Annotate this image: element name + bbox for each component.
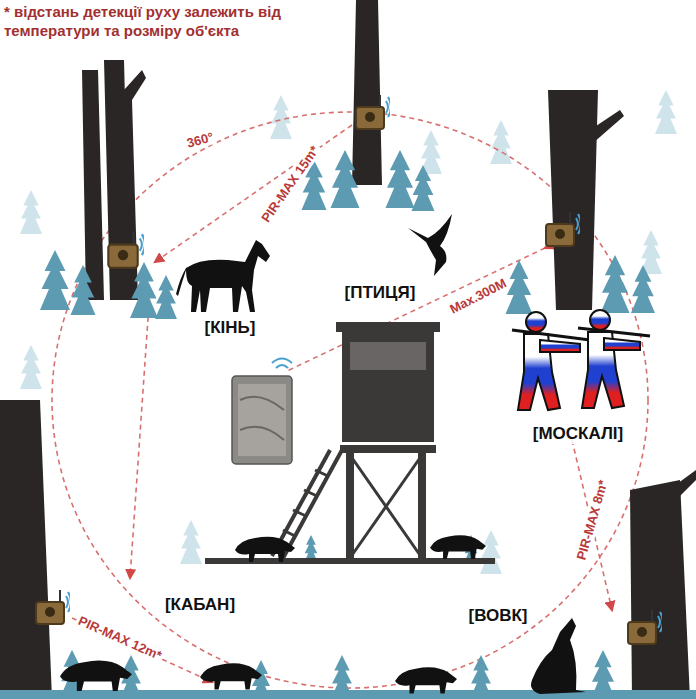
central-camera [232,359,292,465]
blue-pines [40,150,655,699]
horse [176,240,270,312]
animal-label: [МОСКАЛІ] [531,424,626,444]
range-label: Max.300M [445,274,510,317]
soldiers [512,310,650,410]
wolf [531,618,586,694]
animal-label: [ПТИЦЯ] [343,283,418,303]
hunting-tower [272,322,440,560]
angle-label: 360° [183,129,217,151]
range-label: PIR-MAX 12m* [74,612,166,664]
range-label: PIR-MAX 8m* [573,476,611,563]
bird [408,214,452,276]
trail-cameras [36,95,663,644]
ladder-rungs [283,470,328,536]
footnote: * відстань детекції руху залежить від те… [4,2,349,40]
animal-label: [КІНЬ] [203,318,258,338]
animal-label: [ВОВК] [466,606,529,626]
boars [60,535,486,693]
animal-label: [КАБАН] [163,595,237,615]
